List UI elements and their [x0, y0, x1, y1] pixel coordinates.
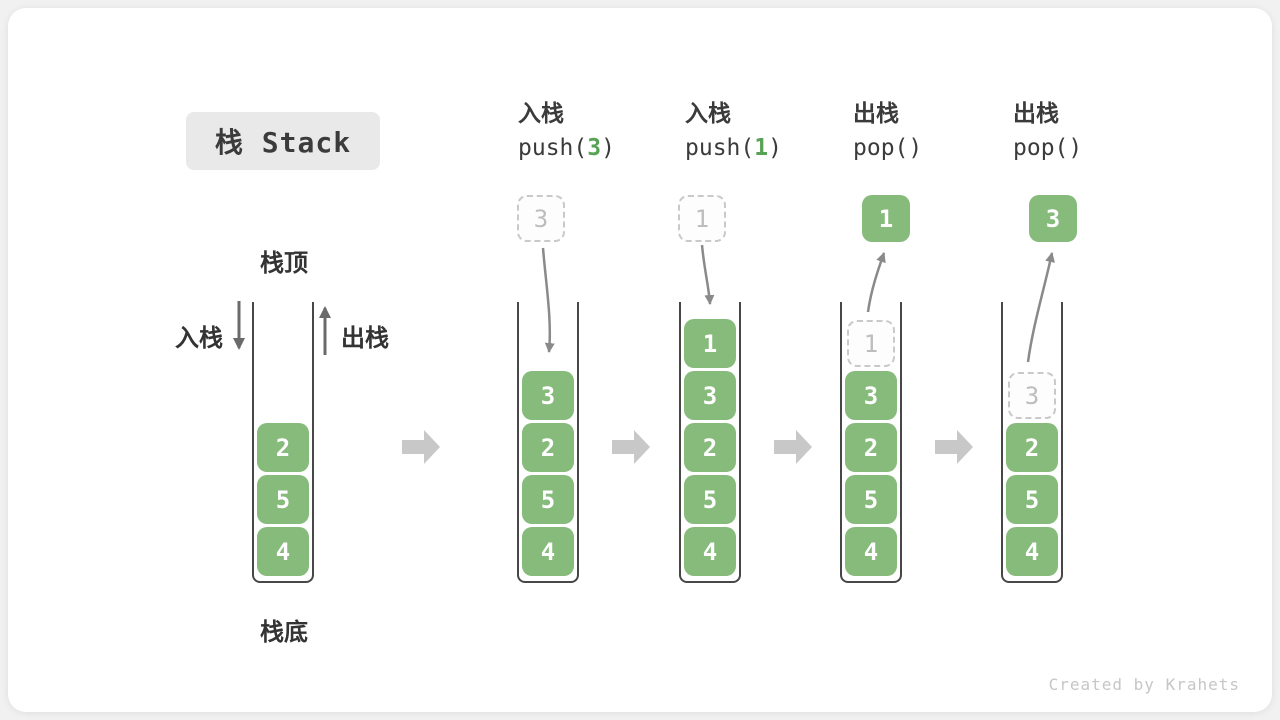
stack-top-label: 栈顶 [260, 249, 308, 277]
op-title-push-1: 入栈 push(1) [685, 103, 782, 160]
code-arg: 1 [754, 135, 769, 161]
code-pre: pop( [1013, 135, 1069, 161]
ghost-slot: 3 [1008, 372, 1056, 419]
stack-container-3 [679, 302, 741, 583]
code-post: ) [768, 135, 782, 161]
push-direction-label: 入栈 [175, 324, 223, 352]
stack-item: 4 [684, 527, 736, 576]
ghost-slot: 1 [847, 320, 895, 367]
code-arg: 3 [587, 135, 602, 161]
stack-item: 2 [684, 423, 736, 472]
diagram-title-badge: 栈 Stack [186, 112, 380, 170]
op-code-label: pop() [853, 137, 922, 160]
op-code-label: pop() [1013, 137, 1082, 160]
stack-item: 2 [1006, 423, 1058, 472]
stack-item: 3 [522, 371, 574, 420]
stack-item: 5 [845, 475, 897, 524]
stack-item: 5 [1006, 475, 1058, 524]
op-name-label: 入栈 [518, 101, 564, 127]
op-name-label: 出栈 [853, 101, 899, 127]
op-name-label: 出栈 [1013, 101, 1059, 127]
op-title-pop-3: 出栈 pop() [1013, 103, 1082, 160]
op-title-pop-1: 出栈 pop() [853, 103, 922, 160]
stack-item: 4 [1006, 527, 1058, 576]
stack-item: 2 [845, 423, 897, 472]
op-code-label: push(1) [685, 137, 782, 160]
op-name-label: 入栈 [685, 101, 731, 127]
stack-item: 2 [257, 423, 309, 472]
code-pre: push( [685, 135, 755, 161]
code-pre: push( [518, 135, 588, 161]
pop-direction-label: 出栈 [341, 324, 389, 352]
stack-item: 5 [522, 475, 574, 524]
popped-value-box: 1 [862, 195, 910, 242]
stack-item: 2 [522, 423, 574, 472]
code-post: ) [1068, 135, 1083, 161]
incoming-value-box: 3 [517, 195, 565, 242]
popped-value-box: 3 [1029, 195, 1077, 242]
stack-item: 4 [522, 527, 574, 576]
stack-bottom-label: 栈底 [260, 618, 308, 646]
op-code-label: push(3) [518, 137, 615, 160]
stack-item: 4 [845, 527, 897, 576]
stack-item: 3 [845, 371, 897, 420]
stack-container-4 [840, 302, 902, 583]
code-pre: pop( [853, 135, 909, 161]
stack-container-2 [517, 302, 579, 583]
code-post: ) [601, 135, 615, 161]
op-title-push-3: 入栈 push(3) [518, 103, 615, 160]
stack-item: 5 [684, 475, 736, 524]
incoming-value-box: 1 [678, 195, 726, 242]
watermark: Created by Krahets [1048, 675, 1240, 694]
stack-item: 5 [257, 475, 309, 524]
diagram-title: 栈 Stack [214, 126, 352, 159]
stack-container-1 [252, 302, 314, 583]
code-post: ) [908, 135, 923, 161]
stack-item: 4 [257, 527, 309, 576]
stack-item: 1 [684, 319, 736, 368]
stack-container-5 [1001, 302, 1063, 583]
stack-item: 3 [684, 371, 736, 420]
